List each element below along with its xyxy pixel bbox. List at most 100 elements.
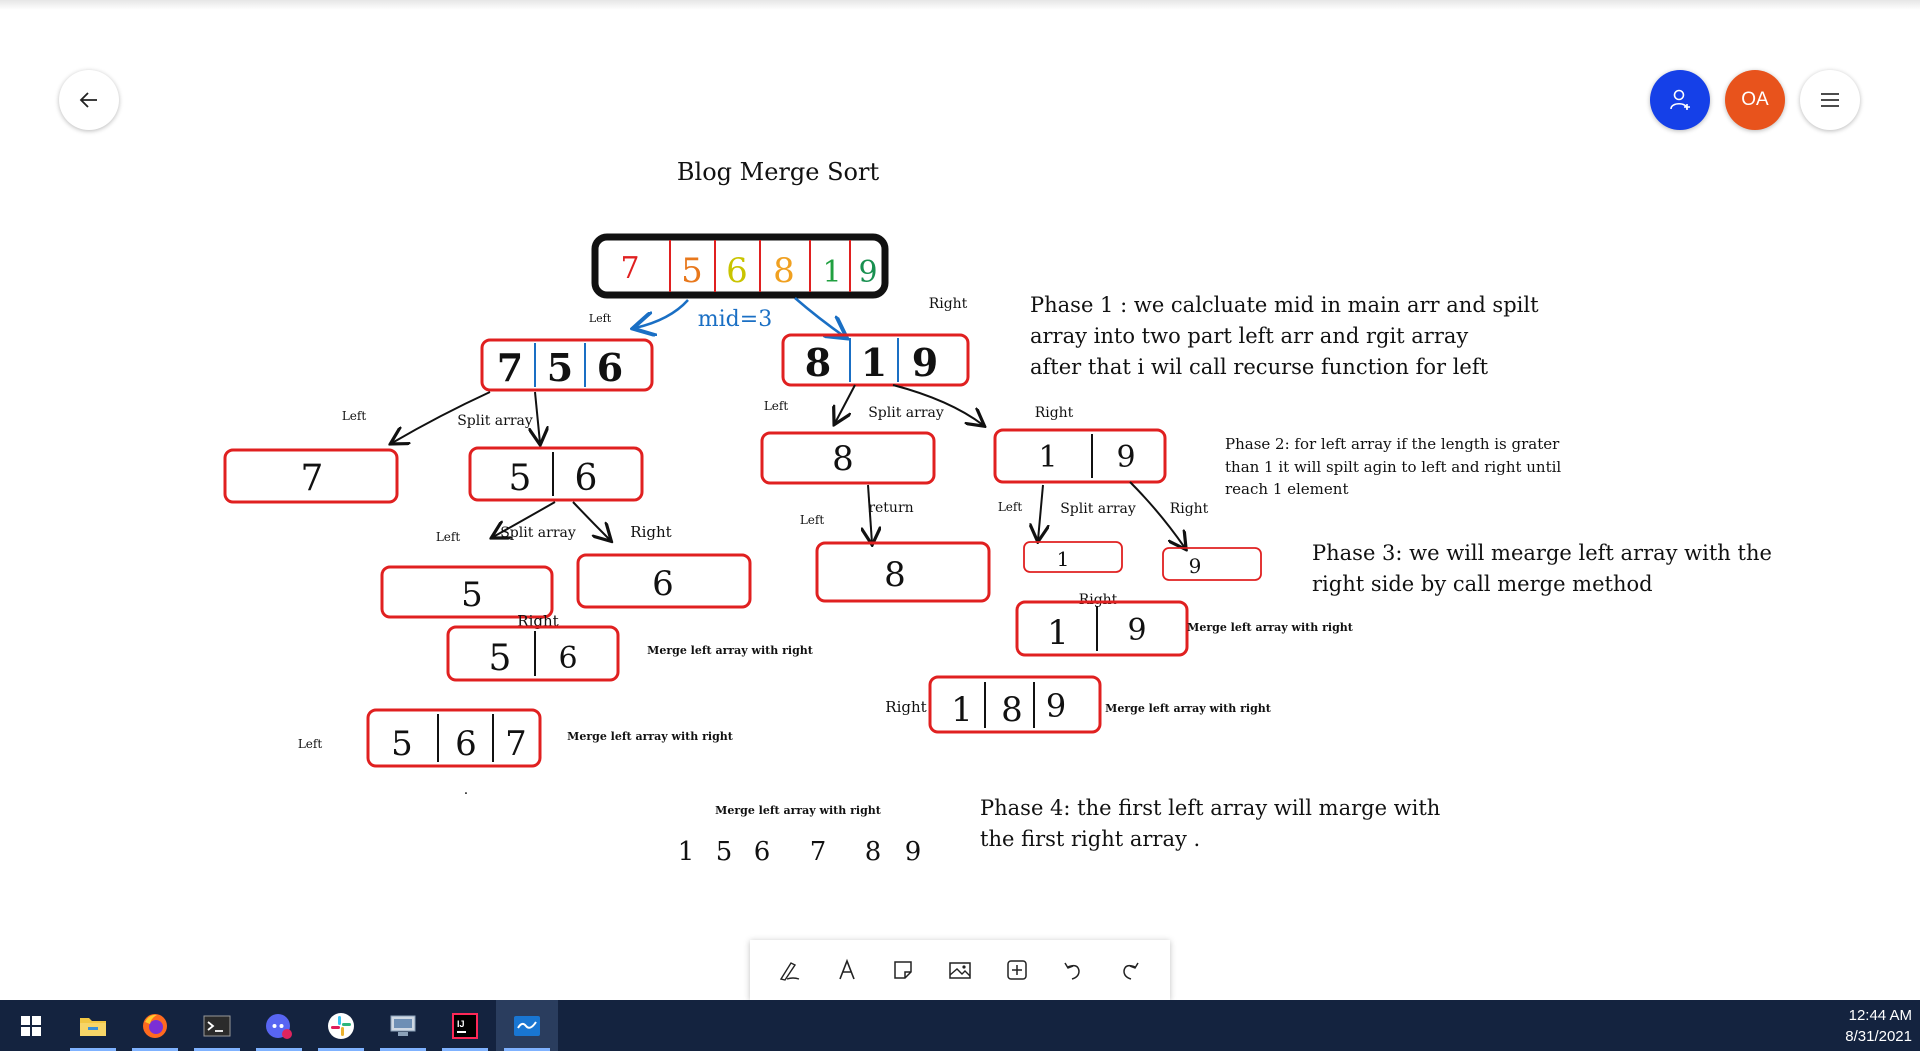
svg-text:1: 1	[678, 837, 695, 867]
menu-button[interactable]	[1800, 70, 1860, 130]
phase1-note: Phase 1 : we calcluate mid in main arr a…	[1030, 293, 1539, 379]
main-array-cell: 6	[726, 251, 748, 291]
sticky-note-button[interactable]	[885, 952, 921, 988]
svg-text:8: 8	[832, 439, 854, 479]
taskbar-remote-desktop[interactable]	[372, 1000, 434, 1051]
svg-text:the first right array .: the first right array .	[980, 827, 1200, 851]
label-right: Right	[1035, 405, 1074, 421]
merged-array-1-9: 1 9	[1015, 600, 1189, 657]
main-array-cell: 1	[822, 255, 841, 290]
svg-text:7: 7	[301, 458, 324, 499]
array-pair-5-6: 5 6	[468, 446, 644, 502]
split-arrow	[892, 384, 983, 425]
svg-text:1: 1	[1038, 440, 1057, 475]
label-left: Left	[436, 530, 461, 544]
split-arrow	[1129, 481, 1185, 548]
label-split-array: Split array	[1060, 501, 1136, 517]
label-split-array: Split array	[457, 413, 533, 429]
taskbar-discord[interactable]	[248, 1000, 310, 1051]
label-left: Left	[998, 500, 1023, 514]
image-button[interactable]	[942, 952, 978, 988]
taskbar-file-explorer[interactable]	[62, 1000, 124, 1051]
svg-text:array into two part left arr: array into two part left arr and rgit ar…	[1030, 324, 1468, 348]
hamburger-menu-icon	[1821, 93, 1839, 107]
main-array-cell: 7	[620, 251, 639, 286]
label-merge: Merge left array with right	[1187, 621, 1354, 634]
label-right: Right	[929, 296, 968, 312]
phase3-note: Phase 3: we will mearge left array with …	[1312, 541, 1772, 596]
add-button[interactable]	[999, 952, 1035, 988]
array-single-7: 7	[223, 448, 399, 504]
svg-text:9: 9	[1189, 554, 1202, 578]
svg-text:9: 9	[1046, 687, 1066, 725]
back-button[interactable]	[59, 70, 119, 130]
taskbar-slack[interactable]	[310, 1000, 372, 1051]
undo-button[interactable]	[1055, 952, 1091, 988]
array-single-5: 5	[380, 565, 554, 619]
taskbar-terminal[interactable]	[186, 1000, 248, 1051]
drawing-toolbar	[750, 940, 1170, 1000]
add-icon	[1006, 960, 1027, 980]
label-left: Left	[298, 737, 323, 751]
undo-icon	[1064, 962, 1080, 980]
taskbar-intellij[interactable]: IJ	[434, 1000, 496, 1051]
merged-array-1-8-9: 1 8 9	[928, 675, 1102, 734]
text-icon	[839, 958, 855, 980]
svg-text:right side by call merge metho: right side by call merge method	[1312, 572, 1653, 596]
svg-text:1: 1	[951, 690, 973, 730]
array-cell: 5	[547, 345, 573, 390]
array-cell: 9	[912, 340, 938, 385]
svg-text:than 1 it will spilt agin to: than 1 it will spilt agin to left and ri…	[1225, 458, 1561, 476]
array-cell: 1	[861, 340, 887, 385]
svg-text:9: 9	[905, 837, 922, 867]
arrow-to-left-half	[635, 299, 689, 328]
text-tool-button[interactable]	[829, 952, 865, 988]
redo-button[interactable]	[1112, 952, 1148, 988]
invite-button[interactable]	[1650, 70, 1710, 130]
split-arrow	[535, 391, 540, 443]
terminal-icon	[203, 1015, 231, 1036]
label-left: Left	[589, 312, 612, 325]
whiteboard-canvas[interactable]: Blog Merge Sort 7 5 6 8 1 9 mid=3 Left R…	[0, 0, 1920, 1000]
svg-text:Phase 4: the first left array: Phase 4: the first left array will marge…	[980, 796, 1440, 820]
avatar-initials: OA	[1741, 89, 1769, 110]
redo-icon	[1122, 962, 1139, 980]
user-avatar[interactable]: OA	[1725, 70, 1785, 130]
split-arrow	[1038, 484, 1043, 540]
firefox-icon	[143, 1013, 167, 1038]
label-merge: Merge left array with right	[1105, 702, 1272, 715]
split-arrow	[835, 384, 856, 423]
svg-text:Phase 2: for left array if the: Phase 2: for left array if the length is…	[1225, 435, 1560, 453]
intellij-icon: IJ	[452, 1012, 478, 1039]
array-cell: 7	[497, 345, 523, 390]
svg-text:6: 6	[558, 641, 577, 676]
file-explorer-icon	[80, 1017, 106, 1036]
label-right: Right	[885, 698, 926, 716]
stray-dot: .	[464, 782, 468, 798]
split-arrow	[572, 501, 610, 540]
label-left: Left	[764, 399, 789, 413]
start-button[interactable]	[0, 1000, 62, 1051]
taskbar-whiteboard[interactable]	[496, 1000, 558, 1051]
sticky-note-icon	[894, 961, 913, 979]
svg-text:9: 9	[1127, 613, 1146, 648]
array-single-8: 8	[760, 431, 936, 485]
label-merge: Merge left array with right	[715, 804, 882, 817]
discord-icon	[266, 1013, 292, 1039]
taskbar-firefox[interactable]	[124, 1000, 186, 1051]
whiteboard-icon	[514, 1015, 540, 1036]
array-single-9: 9	[1162, 547, 1262, 581]
label-split-array: Split array	[868, 405, 944, 421]
pen-tool-button[interactable]	[772, 952, 808, 988]
svg-text:6: 6	[455, 724, 477, 764]
array-single-1: 1	[1023, 541, 1123, 573]
svg-text:7: 7	[810, 837, 827, 867]
return-arrow	[868, 484, 872, 543]
canvas-title: Blog Merge Sort	[677, 158, 880, 186]
svg-text:5: 5	[391, 724, 413, 764]
system-clock[interactable]: 12:44 AM 8/31/2021	[1845, 1005, 1912, 1047]
svg-text:5: 5	[509, 458, 532, 499]
svg-text:6: 6	[575, 458, 598, 499]
main-array: 7 5 6 8 1 9	[591, 233, 889, 299]
label-left: Left	[342, 409, 367, 423]
